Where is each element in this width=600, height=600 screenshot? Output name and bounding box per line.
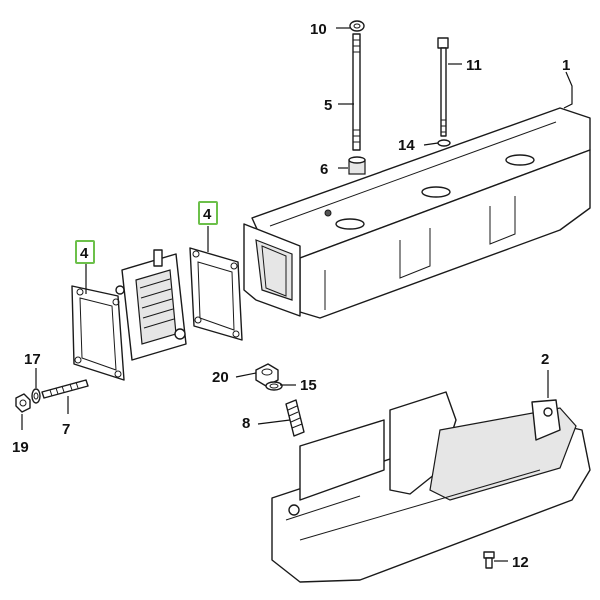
callout-4-left: 4 (80, 245, 89, 262)
callout-14: 14 (398, 137, 415, 154)
callout-6: 6 (320, 161, 328, 178)
gasket-right-part-4[interactable] (189, 247, 243, 341)
stud-part-8[interactable] (285, 399, 305, 437)
gasket-left-part-4[interactable] (71, 285, 125, 381)
callout-12: 12 (512, 554, 529, 571)
callout-7: 7 (62, 421, 70, 438)
nut-part-10[interactable] (349, 20, 365, 32)
lower-manifold-part-2[interactable] (271, 391, 591, 583)
spacer-part-6[interactable] (348, 156, 366, 175)
screw-part-12[interactable] (483, 551, 495, 569)
leader-lines (21, 27, 573, 562)
washer-part-17[interactable] (31, 388, 41, 404)
callout-1: 1 (562, 57, 570, 74)
callout-2: 2 (541, 351, 549, 368)
callout-8: 8 (242, 415, 250, 432)
callout-11: 11 (466, 57, 482, 74)
callout-5: 5 (324, 97, 332, 114)
highlight-box-4-right (198, 201, 218, 225)
heater-flange[interactable] (115, 249, 187, 361)
callout-4-right: 4 (203, 206, 212, 223)
nut-part-19[interactable] (15, 393, 31, 413)
callout-19: 19 (12, 439, 29, 456)
callout-15: 15 (300, 377, 317, 394)
callout-17: 17 (24, 351, 41, 368)
callout-10: 10 (310, 21, 327, 38)
stud-part-7[interactable] (41, 379, 89, 399)
washer-part-14[interactable] (437, 139, 451, 147)
bolt-part-11[interactable] (437, 37, 449, 137)
manifold-housing-part-1[interactable] (243, 107, 591, 319)
highlight-box-4-left (75, 240, 95, 264)
callout-20: 20 (212, 369, 229, 386)
nut-part-20[interactable] (255, 363, 279, 387)
washer-part-15[interactable] (265, 381, 283, 391)
stud-part-5[interactable] (352, 33, 361, 151)
